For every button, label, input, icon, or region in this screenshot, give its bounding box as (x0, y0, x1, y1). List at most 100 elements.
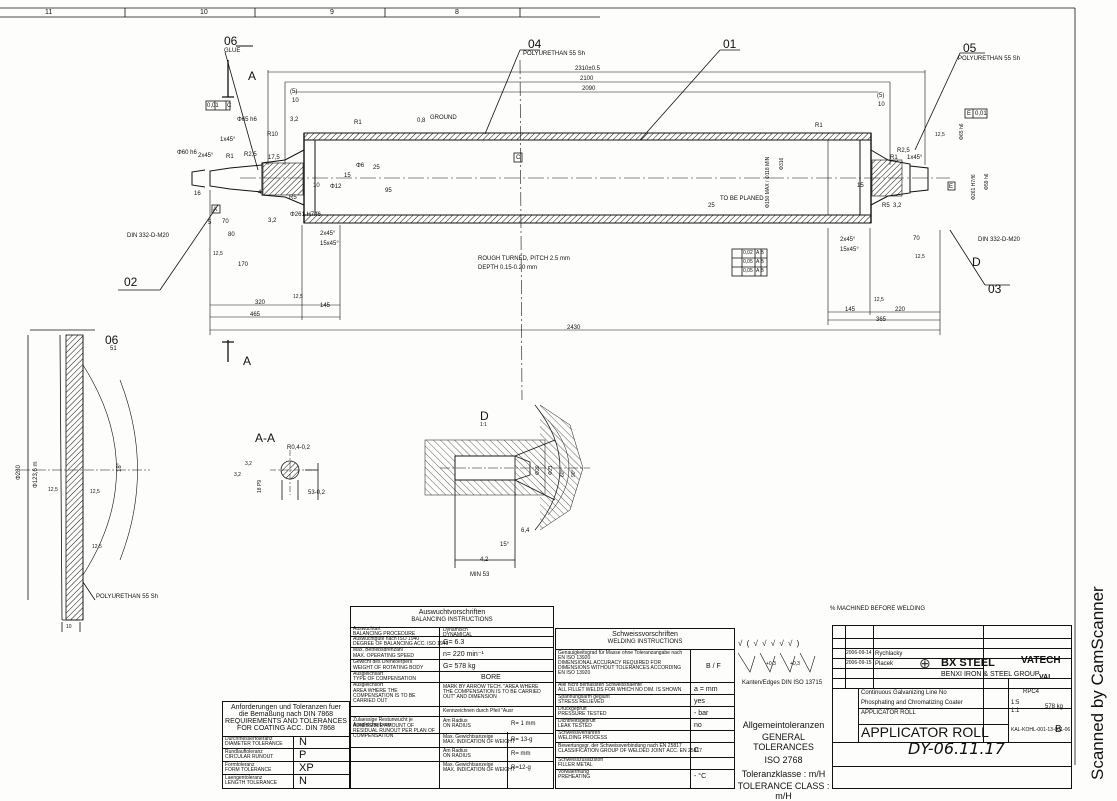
req-label: Laengentoleranz LENGTH TOLERANCE (225, 775, 278, 786)
aa-radius: R0,4-0,2 (287, 445, 311, 451)
dim-70-right: 70 (913, 236, 920, 242)
item-01-label: 01 (723, 37, 737, 51)
radius-r1-left: R1 (226, 154, 234, 160)
section-a-bottom: A (243, 354, 252, 368)
chamfer-2x45: 2x45° (198, 153, 214, 159)
rev-date-1: 2006-09-14 (846, 650, 872, 656)
aa-roughness-b: 3,2 (234, 472, 241, 478)
datum-c: C (516, 155, 521, 161)
bal-unit: R= 1 mm (511, 721, 536, 727)
req-title-4: FOR COATING ACC. DIN 7868 (237, 725, 335, 732)
bx-emblem-icon: ⊕ (919, 655, 931, 671)
dim-5-right: (5) (877, 93, 885, 99)
view06-d280: Φ280 (16, 465, 22, 480)
req-label: Formtoleranz FORM TOLERANCE (225, 762, 272, 773)
bal-label-en: WEIGHT OF ROTATING BODY (353, 665, 424, 671)
roughness-25: 25 (708, 203, 715, 209)
bal-label-en: DEGREE OF BALANCING ACC. ISO 1940 (353, 641, 449, 647)
dim-5: (5) (290, 89, 298, 95)
roughness-125-c: 12,5 (874, 297, 884, 303)
weld-label: Dichtheitsgeprüft LEAK TESTED (558, 718, 596, 729)
detail-d-d20: Φ20 (535, 465, 541, 475)
drawing-title: APPLICATOR ROLL (861, 724, 989, 740)
surface-value-2: +0,3 (790, 661, 800, 667)
dim-70: 70 (222, 219, 229, 225)
welding-title-en: WELDING INSTRUCTIONS (607, 639, 683, 645)
bal-value: Am Radius ON RADIUS (443, 718, 471, 729)
dim-145-left: 145 (320, 303, 331, 309)
detail-d-ang15: 15° (500, 542, 510, 548)
roughness-32-b: 3,2 (268, 218, 277, 224)
roughness-125-e: 12,5 (915, 254, 925, 260)
bal-label-de: Zulaessige Restunwucht je Ausgleichseben… (353, 717, 413, 728)
view06-roughness-c: 12,5 (92, 544, 102, 550)
requirements-table: Anforderungen und Toleranzen fuer die Be… (222, 701, 350, 789)
dim-145-right: 145 (845, 307, 856, 313)
row-number: 9 (330, 9, 334, 16)
bal-unit: R= 13-g (511, 737, 533, 743)
bal-label-en: BALANCING PROCEDURE (353, 631, 416, 637)
radius-r5: R5 (289, 195, 297, 201)
dim-320: 320 (255, 300, 266, 306)
weld-label: Spannungsarm geglüht STRESS RELIEVED (558, 694, 610, 705)
bal-label-de: Auswuchtgüte nach ISO 1940 (353, 636, 420, 642)
rev-date-2: 2006-09-15 (846, 660, 872, 666)
item-06-view-label: 06 (105, 333, 119, 347)
dim-15: 15 (344, 173, 351, 179)
bal-label-en: TYPE OF COMPENSATION (353, 676, 416, 682)
weld-label: Genauigkeitsgrad für Masse ohne Toleranz… (558, 650, 683, 676)
gt-line5: TOLERANCE CLASS : m/H (737, 781, 830, 801)
bal-value: Max. Gewichtsanzeige MAX. INDICATION OF … (443, 734, 515, 745)
aa-d53: 53-0,2 (308, 490, 326, 496)
dim-261-right: Φ261 H7/f6 (971, 174, 977, 200)
logo-vatech: VATECH (1021, 655, 1061, 666)
row-number: 8 (455, 9, 459, 16)
dim-316: Φ316 (779, 157, 785, 170)
radius-r1-right: R1 (815, 123, 823, 129)
scale-value: 1:5 (1011, 700, 1020, 706)
surface-symbols: √ ( √ √ √ √ √ ) (738, 639, 801, 648)
gt-line2: GENERAL TOLERANCES (753, 732, 814, 752)
polyurethan-label-right: POLYURETHAN 55 Sh (958, 56, 1020, 62)
bal-value: G= 6.3 (443, 639, 465, 646)
weld-value: C (694, 747, 700, 754)
welding-title-de: Schweissvorschriften (612, 631, 678, 638)
surface-value-1: +0,3 (766, 661, 776, 667)
section-a-top: A (248, 69, 257, 83)
dim-6: Φ6 (356, 163, 365, 169)
req-title-2: die Bemaßung nach DIN 7868 (238, 711, 334, 718)
roughness-125-b: 12,5 (213, 251, 223, 257)
dim-220: 220 (895, 307, 906, 313)
bal-value: Dynamisch DYNAMICAL (443, 627, 473, 638)
welding-table: Schweissvorschriften WELDING INSTRUCTION… (555, 628, 735, 789)
chamfer-2x45-b: 2x45° (320, 231, 336, 237)
logo-vai: VAI (1039, 674, 1051, 681)
desc-line-3: APPLICATOR ROLL (861, 710, 916, 716)
weld-label: Schweisszusatzstoff FILLER METAL (558, 757, 603, 768)
dim-2090: 2090 (582, 86, 596, 92)
weld-value: no (694, 722, 702, 729)
rough-turned-note: ROUGH TURNED, PITCH 2.5 mm (478, 256, 570, 262)
dim-365: 365 (876, 317, 887, 323)
dim-25: 25 (373, 165, 380, 171)
req-value: XP (299, 762, 314, 774)
item-02-label: 02 (124, 275, 138, 289)
chamfer-15x45-right: 15x45° (840, 247, 859, 253)
dim-80: 80 (228, 232, 235, 238)
bal-label-de: Ausgleichsort (353, 682, 384, 688)
dim-10-right: 10 (878, 102, 885, 108)
req-value: N (299, 775, 307, 787)
weld-value: - °C (694, 773, 707, 780)
view06-angle-18: 18° (117, 462, 123, 472)
chamfer-1x45-right: 1x45° (907, 155, 923, 161)
detail-d-ang60: 60° (560, 469, 566, 477)
radius-r1-right-b: R1 (890, 155, 898, 161)
radius-r10: R10 (267, 132, 279, 138)
desc-line-2: Phosphating and Chromatizing Coater (861, 700, 963, 706)
machined-note: % MACHINED BEFORE WELDING (830, 606, 926, 612)
detail-d-title: D (480, 409, 489, 423)
dim-2100: 2100 (580, 76, 594, 82)
weld-value: B / F (706, 663, 721, 670)
title-block: 2006-09-14 Rychlacky 2006-09-15 Placek ⊕… (832, 625, 1072, 789)
